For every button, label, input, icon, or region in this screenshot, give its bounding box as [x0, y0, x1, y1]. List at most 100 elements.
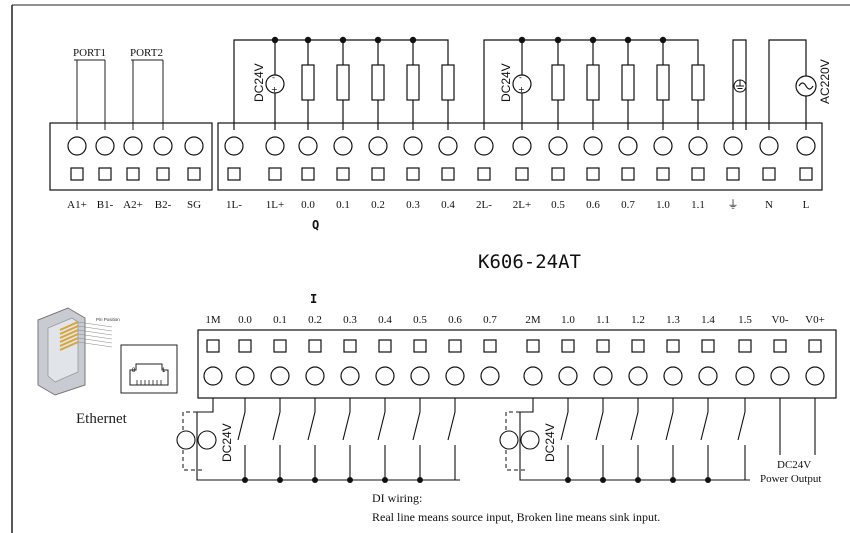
output-terminal-slot-1 [268, 167, 282, 181]
port-wires [74, 59, 164, 130]
comm-terminal-slot-3 [156, 167, 170, 181]
input-label-5: 0.4 [378, 314, 392, 326]
input-label-11: 1.1 [596, 314, 610, 326]
input-label-13: 1.3 [666, 314, 680, 326]
comm-terminal-screw-0 [67, 136, 87, 156]
input-label-7: 0.6 [448, 314, 462, 326]
output-terminal-slot-16 [799, 167, 813, 181]
input-terminal-screw-12 [628, 366, 648, 386]
input-terminal-slot-3 [308, 339, 322, 353]
dc-source-bottom-right-sink-icon [499, 430, 519, 450]
input-terminal-screw-3 [305, 366, 325, 386]
load-resistor-icons-group1 [301, 64, 455, 101]
input-label-15: 1.5 [738, 314, 752, 326]
output-terminal-slot-11 [621, 167, 635, 181]
comm-terminal-screw-4 [184, 136, 204, 156]
output-terminal-screw-2 [298, 136, 318, 156]
power-output-wiring [779, 398, 816, 455]
input-label-4: 0.3 [343, 314, 357, 326]
input-terminal-screw-7 [445, 366, 465, 386]
input-terminal-block [197, 329, 837, 399]
output-label-13: 1.1 [691, 199, 705, 211]
dc-source-bottom-right-icon [520, 430, 540, 450]
bottom-left-supply-label: DC24V [220, 423, 234, 462]
output-marker-q: Q [312, 218, 319, 232]
output-terminal-screw-11 [618, 136, 638, 156]
output-label-15: N [765, 199, 773, 211]
dc-source-top-right-icon [512, 74, 532, 94]
input-terminal-slot-17 [808, 339, 822, 353]
dc-source-top-left-icon [265, 74, 285, 94]
port-pin-8: 8 [132, 368, 136, 374]
input-terminal-screw-17 [805, 366, 825, 386]
output-terminal-slot-7 [477, 167, 491, 181]
input-label-12: 1.2 [631, 314, 645, 326]
input-terminal-slot-0 [206, 339, 220, 353]
comm-label-1: B1- [97, 199, 114, 211]
input-group2-sink-wiring [505, 411, 528, 471]
comm-terminal-labels: A1+B1-A2+B2-SG [67, 199, 201, 211]
output-terminal-screw-0 [224, 136, 244, 156]
input-group2-junctions [565, 477, 711, 483]
input-terminals [203, 339, 825, 386]
input-terminal-screw-4 [340, 366, 360, 386]
input-label-8: 0.7 [483, 314, 497, 326]
input-label-0: 1M [205, 314, 221, 326]
input-terminal-screw-14 [698, 366, 718, 386]
output-label-9: 0.5 [551, 199, 565, 211]
comm-terminals [67, 136, 204, 181]
input-terminal-screw-2 [270, 366, 290, 386]
output-terminal-slot-9 [551, 167, 565, 181]
input-terminal-slot-13 [666, 339, 680, 353]
input-terminal-slot-10 [561, 339, 575, 353]
output-label-14: ⏚ [728, 198, 739, 211]
dc-source-bottom-left-sink-icon [176, 430, 196, 450]
input-terminal-screw-6 [410, 366, 430, 386]
rj45-port-outline [120, 344, 178, 394]
output-terminal-screw-7 [474, 136, 494, 156]
input-group1-wiring [196, 398, 460, 481]
output-terminal-slot-3 [336, 167, 350, 181]
input-terminal-slot-7 [448, 339, 462, 353]
output-label-3: 0.1 [336, 199, 350, 211]
output-label-8: 2L+ [513, 199, 531, 211]
output-terminal-screw-13 [688, 136, 708, 156]
output-terminal-slot-5 [406, 167, 420, 181]
input-label-10: 1.0 [561, 314, 575, 326]
input-label-16: V0- [771, 314, 788, 326]
output-terminal-screw-8 [512, 136, 532, 156]
ac-supply-label: AC220V [818, 59, 832, 104]
output-terminal-slot-12 [656, 167, 670, 181]
comm-label-3: B2- [155, 199, 172, 211]
input-terminal-slot-15 [738, 339, 752, 353]
output-terminals [224, 136, 816, 181]
input-label-1: 0.0 [238, 314, 252, 326]
comm-terminal-screw-3 [153, 136, 173, 156]
model-title: K606-24AT [478, 251, 581, 273]
ethernet-label: Ethernet [76, 411, 128, 427]
dc-source-bottom-left-icon [197, 430, 217, 450]
input-terminal-slot-14 [701, 339, 715, 353]
comm-label-2: A2+ [123, 199, 143, 211]
comm-terminal-slot-2 [126, 167, 140, 181]
output-label-0: 1L- [226, 199, 242, 211]
input-terminal-slot-16 [773, 339, 787, 353]
input-terminal-screw-9 [523, 366, 543, 386]
port1-label: PORT1 [73, 47, 106, 59]
input-terminal-screw-10 [558, 366, 578, 386]
top-right-supply-label: DC24V [499, 63, 513, 102]
output-label-16: L [803, 199, 810, 211]
output-group1-junctions [271, 36, 417, 44]
input-terminal-slot-5 [378, 339, 392, 353]
output-terminal-slot-4 [371, 167, 385, 181]
output-terminal-screw-6 [438, 136, 458, 156]
input-terminal-slot-12 [631, 339, 645, 353]
input-terminal-slot-8 [483, 339, 497, 353]
comm-terminal-slot-0 [70, 167, 84, 181]
input-terminal-screw-15 [735, 366, 755, 386]
power-output-voltage: DC24V [777, 459, 811, 471]
output-terminal-slot-8 [515, 167, 529, 181]
